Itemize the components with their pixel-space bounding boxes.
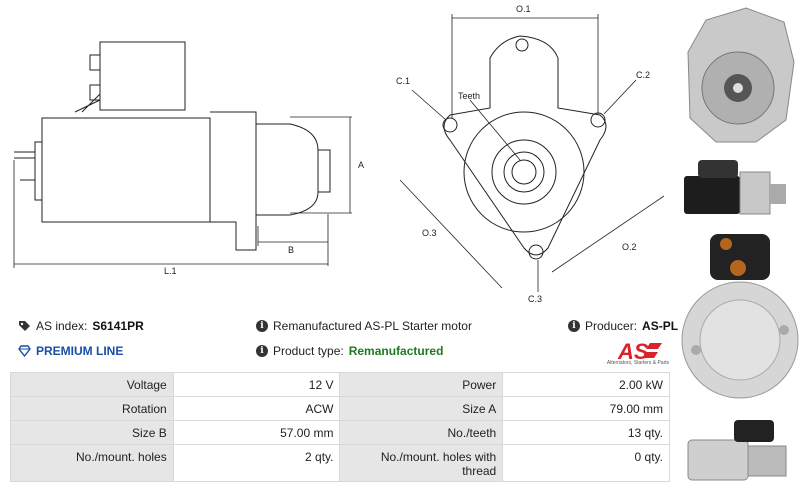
spec-label: No./mount. holes <box>10 444 174 482</box>
as-index-label: AS index: <box>36 319 88 333</box>
product-type-label: Product type: <box>273 344 344 358</box>
product-description: Remanufactured AS-PL Starter motor <box>273 319 472 333</box>
table-row: Voltage 12 V Power 2.00 kW <box>10 372 670 397</box>
photo-rear-view <box>681 234 799 399</box>
dim-teeth-label: Teeth <box>458 91 480 101</box>
producer-value: AS-PL <box>642 319 679 333</box>
spec-value: 13 qty. <box>502 420 670 445</box>
dim-l1-label: L.1 <box>164 266 177 276</box>
spec-label: Voltage <box>10 372 174 397</box>
technical-drawing: A B L.1 O.1 C.1 C.2 Teeth O.3 O.2 C.3 <box>13 4 665 304</box>
spec-value: 2 qty. <box>172 444 341 482</box>
tag-icon <box>19 321 30 331</box>
dim-c2-label: C.2 <box>636 70 650 80</box>
dim-c1-label: C.1 <box>396 76 410 86</box>
photo-angle-view <box>687 420 787 481</box>
product-type-row: i Product type: Remanufactured <box>256 344 443 358</box>
info-icon: i <box>568 320 580 332</box>
producer-label: Producer: <box>585 319 638 333</box>
table-row: Size B 57.00 mm No./teeth 13 qty. <box>10 420 670 445</box>
logo-text: AS <box>617 339 649 364</box>
table-row: Rotation ACW Size A 79.00 mm <box>10 396 670 421</box>
spec-value: 57.00 mm <box>172 420 341 445</box>
spec-value: ACW <box>172 396 341 421</box>
logo-subtext: Alternators, Starters & Parts <box>606 360 670 366</box>
as-index-value: S6141PR <box>92 319 144 333</box>
dim-o1-label: O.1 <box>516 4 531 14</box>
spec-value: 2.00 kW <box>502 372 670 397</box>
photo-front-view <box>687 7 795 143</box>
photo-side-view <box>684 160 786 215</box>
premium-line-row: PREMIUM LINE <box>18 344 123 358</box>
info-icon: i <box>256 320 268 332</box>
dim-c3-label: C.3 <box>528 294 542 304</box>
spec-label: Power <box>339 372 504 397</box>
description-row: i Remanufactured AS-PL Starter motor <box>256 319 472 333</box>
spec-label: No./mount. holes with thread <box>339 444 504 482</box>
specs-table: Voltage 12 V Power 2.00 kW Rotation ACW … <box>10 372 670 482</box>
spec-value: 12 V <box>172 372 341 397</box>
spec-value: 0 qty. <box>502 444 670 482</box>
solenoid-outline <box>99 41 186 111</box>
diamond-icon <box>18 345 31 357</box>
info-icon: i <box>256 345 268 357</box>
motor-body-outline <box>41 117 211 223</box>
dim-a-label: A <box>358 160 364 170</box>
dim-b-label: B <box>288 245 294 255</box>
flange-outline <box>443 35 607 256</box>
spec-value: 79.00 mm <box>502 396 670 421</box>
premium-line-label: PREMIUM LINE <box>36 344 124 358</box>
table-row: No./mount. holes 2 qty. No./mount. holes… <box>10 444 670 482</box>
as-index-row: AS index: S6141PR <box>18 319 144 333</box>
spec-label: Size A <box>339 396 504 421</box>
spec-label: Size B <box>10 420 174 445</box>
dim-o3-label: O.3 <box>422 228 437 238</box>
spec-label: No./teeth <box>339 420 504 445</box>
product-photos <box>681 7 799 481</box>
dim-o2-label: O.2 <box>622 242 637 252</box>
producer-row: i Producer: AS-PL <box>568 319 678 333</box>
spec-label: Rotation <box>10 396 174 421</box>
product-type-value: Remanufactured <box>348 344 444 358</box>
as-pl-logo: AS <box>617 339 662 364</box>
